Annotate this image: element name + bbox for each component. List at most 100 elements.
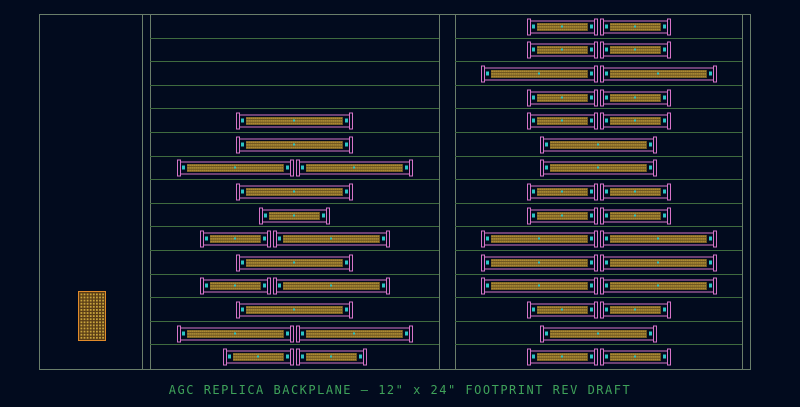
pin [537,46,539,49]
pin [333,282,335,285]
pin [563,70,565,73]
pin [561,73,563,75]
pin [268,188,270,191]
pin [652,306,654,309]
pin [650,73,652,75]
pin [638,141,640,144]
pin [268,117,270,120]
pin [323,240,325,243]
pin [281,333,283,335]
pin [656,120,658,122]
pin [258,191,260,193]
pin [684,259,686,262]
pin [592,169,594,172]
pin [670,262,672,264]
pin [577,282,579,285]
pin [642,164,644,167]
pin [678,240,680,243]
pin [618,117,620,120]
pin [656,191,658,193]
pin [557,23,559,26]
pin [398,164,400,167]
mounting-pad [486,260,489,265]
pin [292,146,294,149]
pin [553,23,555,26]
pin [260,259,262,262]
pin [630,282,632,285]
pin [642,70,644,73]
pin [315,238,317,240]
pin [614,262,616,264]
pin [626,215,628,217]
pin [571,217,573,220]
pin [216,240,218,243]
pin [340,188,342,191]
connector-med [527,207,598,225]
pin [556,169,558,172]
pin [505,282,507,285]
pin [349,285,351,287]
pin [650,28,652,31]
connector-end-left [236,136,240,154]
pin [604,330,606,333]
pin [622,169,624,172]
pin [521,282,523,285]
pin [370,164,372,167]
pin [654,264,656,267]
pin [334,120,336,122]
connector-end-right [290,325,294,343]
pin [511,73,513,75]
pin [610,28,612,31]
pin [547,193,549,196]
pin [499,285,501,287]
pin [610,75,612,78]
pin [320,356,322,358]
pin [620,335,622,338]
pin [543,23,545,26]
pin [566,144,568,146]
pin [577,285,579,287]
pin [700,262,702,264]
pin [291,287,293,290]
pin [652,97,654,99]
pin [583,240,585,243]
pin [577,287,579,290]
pin [225,330,227,333]
pin [318,358,320,361]
pin [577,120,579,122]
pin [596,141,598,144]
pin [581,353,583,356]
pin [215,335,217,338]
pin [585,97,587,99]
pin [624,23,626,26]
pin [326,120,328,122]
pin [612,75,614,78]
pin [227,167,229,169]
pin [598,146,600,149]
pin [339,240,341,243]
pin [630,235,632,238]
pin [692,259,694,262]
pin [581,212,583,215]
pin [195,164,197,167]
pin [658,262,660,264]
pin [642,169,644,172]
pin [624,28,626,31]
pin [559,264,561,267]
pin [638,122,640,125]
pin [513,259,515,262]
connector-end-right [667,41,671,59]
pin [564,144,566,146]
pin [501,262,503,264]
pin [320,333,322,335]
pin [581,240,583,243]
pin [553,264,555,267]
pin [340,356,342,358]
pin [648,215,650,217]
pin [583,23,585,26]
pin [345,287,347,290]
pin [616,46,618,49]
pin [503,73,505,75]
pin [280,120,282,122]
connector-end-left [527,207,531,225]
